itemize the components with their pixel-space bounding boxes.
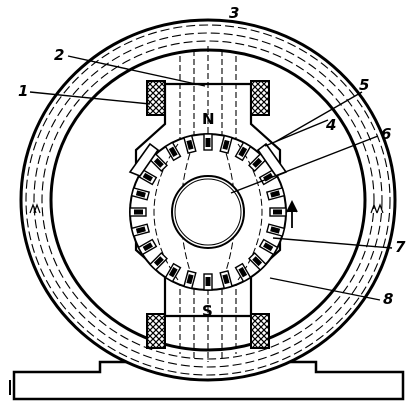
slot-conductor xyxy=(135,226,146,234)
slot-conductor xyxy=(270,226,281,234)
leader-lines xyxy=(29,55,393,301)
yoke-flux-ring xyxy=(25,24,391,376)
slot-conductor xyxy=(270,190,281,198)
slot-conductor xyxy=(273,209,282,215)
field-coil-top-right xyxy=(250,80,270,116)
south-pole-label: S xyxy=(202,302,213,320)
armature-slot xyxy=(219,134,233,155)
label-8: 8 xyxy=(383,290,393,308)
yoke-flux-arrows xyxy=(29,203,384,214)
armature-flux-line xyxy=(153,143,179,281)
slot-conductor xyxy=(205,277,211,286)
armature-slot xyxy=(130,187,151,201)
label-4: 4 xyxy=(325,116,336,134)
armature-slot xyxy=(164,141,182,162)
label-3: 3 xyxy=(229,4,239,22)
field-coil-bottom-left xyxy=(146,313,166,349)
armature-slot xyxy=(265,187,286,201)
slot-conductor xyxy=(186,274,194,285)
rotation-arrow xyxy=(286,199,298,228)
slot-conductor xyxy=(186,139,194,150)
field-coil-bottom-right xyxy=(250,313,270,349)
label-1: 1 xyxy=(18,82,28,100)
armature-slot xyxy=(130,223,151,237)
slot-conductor xyxy=(153,256,164,267)
yoke-flux-ring xyxy=(41,40,375,360)
armature-slot xyxy=(219,269,233,290)
label-7: 7 xyxy=(395,238,406,256)
slot-conductor xyxy=(252,256,263,267)
armature-slot xyxy=(137,238,158,256)
armature-slot xyxy=(203,133,213,151)
slot-conductor xyxy=(252,157,263,168)
armature-slot xyxy=(258,238,279,256)
interpole-left xyxy=(128,142,160,177)
armature-slots xyxy=(129,133,287,291)
armature-slot xyxy=(149,252,168,271)
armature-slot xyxy=(248,252,267,271)
shaft-bore xyxy=(174,178,242,246)
slot-conductor xyxy=(222,139,230,150)
armature-slot xyxy=(265,223,286,237)
armature-slot xyxy=(164,262,182,283)
slot-conductor xyxy=(153,157,164,168)
armature-flux-line xyxy=(180,143,194,281)
armature-flux-line xyxy=(237,143,263,281)
slot-conductor xyxy=(238,146,248,157)
slot-conductor xyxy=(142,242,153,252)
pole-flux-lines xyxy=(179,46,237,362)
label-6: 6 xyxy=(381,125,391,143)
slot-conductor xyxy=(222,274,230,285)
slot-conductor xyxy=(238,267,248,278)
armature-slot xyxy=(269,207,287,217)
armature-slot xyxy=(234,141,252,162)
slot-conductor xyxy=(168,267,178,278)
slot-conductor xyxy=(142,172,153,182)
stator-yoke xyxy=(19,18,397,382)
slot-conductor xyxy=(168,146,178,157)
field-coil-top-left xyxy=(146,80,166,116)
armature-slot xyxy=(234,262,252,283)
armature-slot xyxy=(203,273,213,291)
north-pole-label: N xyxy=(202,110,215,128)
yoke-flux-lines xyxy=(25,24,391,376)
slot-conductor xyxy=(263,242,274,252)
armature-slot xyxy=(183,134,197,155)
label-2: 2 xyxy=(54,46,64,64)
armature-flux-lines xyxy=(153,143,263,281)
armature-slot xyxy=(129,207,147,217)
label-5: 5 xyxy=(359,76,369,94)
slot-conductor xyxy=(205,138,211,147)
slot-conductor xyxy=(135,190,146,198)
armature-slot xyxy=(183,269,197,290)
slot-conductor xyxy=(134,209,143,215)
armature-flux-line xyxy=(222,143,236,281)
yoke-flux-ring xyxy=(33,32,383,368)
